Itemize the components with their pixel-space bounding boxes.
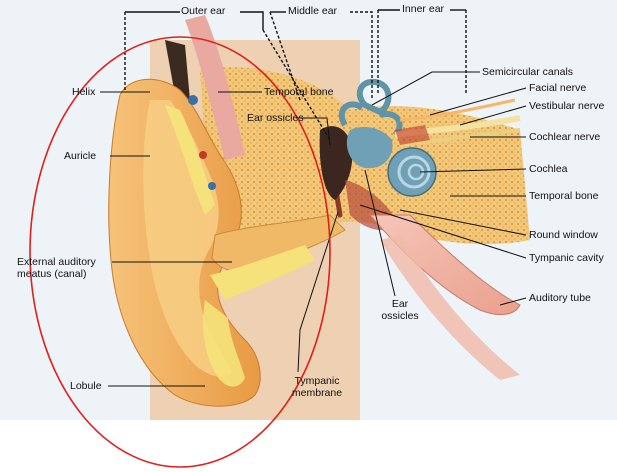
label-temporal-bone-left: Temporal bone [264, 86, 334, 98]
label-round-window: Round window [529, 229, 598, 241]
label-middle-ear: Middle ear [288, 5, 338, 17]
vestibule [346, 127, 393, 169]
vessel-1 [188, 95, 198, 105]
facial-nerve-shape [399, 98, 516, 122]
cochlear-nerve-shape [399, 128, 521, 147]
label-ear-ossicles-top: Ear ossicles [247, 112, 304, 124]
cartilage [165, 105, 215, 215]
label-helix: Helix [72, 86, 96, 98]
label-vestibular-nerve: Vestibular nerve [529, 100, 605, 112]
label-tympanic-cavity: Tympanic cavity [529, 252, 604, 264]
lobule-fill [203, 300, 245, 387]
label-external-auditory-meatus: External auditory meatus (canal) [17, 256, 96, 280]
ossicles-shape [319, 126, 353, 200]
label-temporal-bone-right: Temporal bone [529, 190, 599, 202]
muscle-band [185, 15, 245, 160]
auricle-inner [143, 100, 232, 377]
canal-cartilage [210, 245, 315, 300]
pharynx-tissue [380, 235, 520, 380]
label-cochlear-nerve: Cochlear nerve [529, 131, 601, 143]
leader-lines [100, 71, 527, 387]
label-inner-ear: Inner ear [402, 3, 445, 15]
annotation-circle [29, 36, 331, 468]
label-outer-ear: Outer ear [181, 5, 226, 17]
semicircular-canal-1 [356, 78, 392, 116]
vessel-2 [199, 151, 207, 159]
label-tympanic-membrane: Tympanic membrane [291, 375, 343, 399]
label-lobule: Lobule [70, 380, 102, 392]
label-semicircular-canals: Semicircular canals [482, 66, 574, 78]
region-brackets [124, 9, 467, 141]
label-cochlea: Cochlea [529, 163, 568, 175]
label-facial-nerve: Facial nerve [529, 82, 587, 94]
hair [165, 40, 190, 100]
nerve-vessel [395, 125, 430, 145]
label-auditory-tube: Auditory tube [529, 292, 591, 304]
vessel-3 [208, 182, 216, 190]
semicircular-canal-2 [338, 101, 364, 127]
label-auricle: Auricle [64, 150, 97, 162]
label-ear-ossicles-bottom: Ear ossicles [381, 298, 419, 322]
